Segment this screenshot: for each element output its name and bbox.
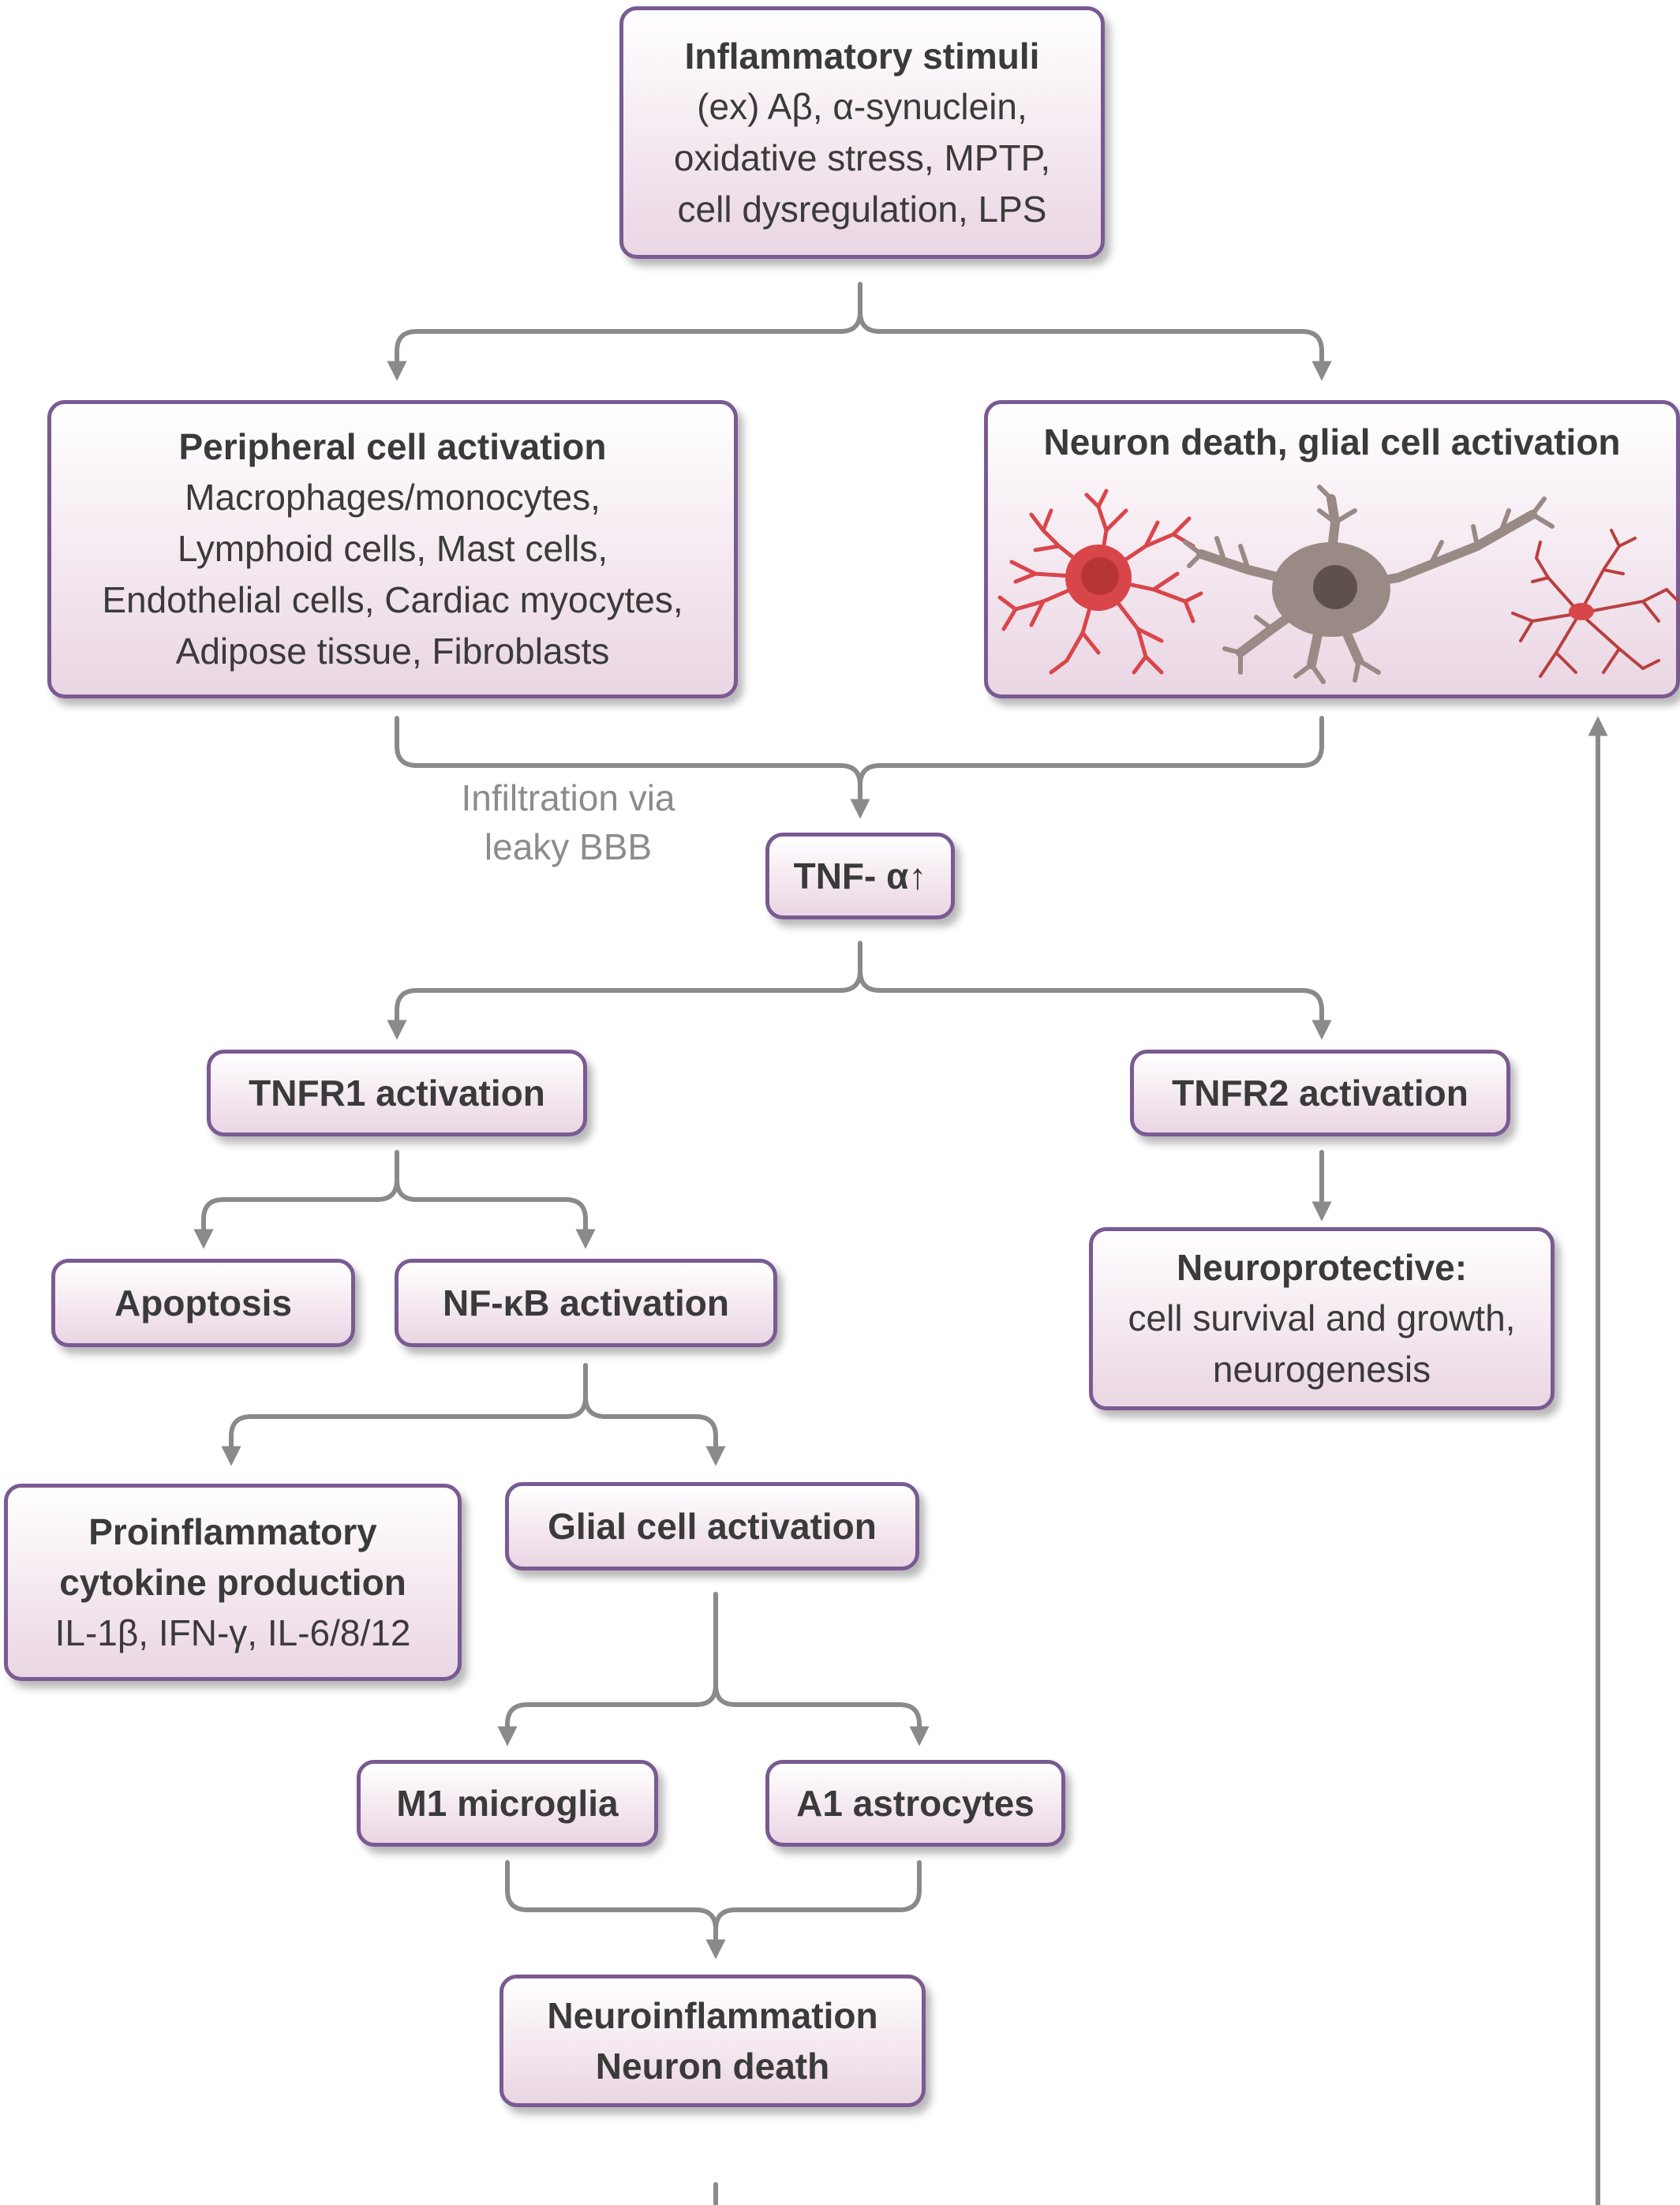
neuron-death-glial-activation-title: Neuron death, glial cell activation [1043, 421, 1621, 462]
tnfr1-activation-box: TNFR1 activation [207, 1050, 587, 1136]
a1-astrocytes-title: A1 astrocytes [796, 1783, 1035, 1824]
arrow-stimuli-to-peripheral [387, 282, 862, 381]
arrow-glial-to-a1 [713, 1683, 930, 1746]
tnf-alpha-box: TNF- α↑ [765, 833, 955, 919]
infiltration-line-2: leaky BBB [484, 826, 653, 867]
m1-microglia-title: M1 microglia [396, 1783, 619, 1824]
neuroprotective-line-1: cell survival and growth, [1128, 1297, 1516, 1338]
nfkb-activation-title: NF-κB activation [442, 1282, 729, 1323]
arrow-tnf-to-tnfr2 [858, 968, 1332, 1040]
neuroprotective-box: Neuroprotective: cell survival and growt… [1089, 1227, 1555, 1410]
arrow-nfkb-to-proinflammatory [221, 1363, 588, 1466]
arrow-a1-to-neuroinflammation [713, 1860, 922, 1932]
peripheral-line-3: Endothelial cells, Cardiac myocytes, [102, 579, 683, 620]
glial-cell-activation-title: Glial cell activation [548, 1506, 877, 1547]
neuroprotective-line-2: neurogenesis [1212, 1349, 1431, 1390]
nfkb-activation-box: NF-κB activation [395, 1259, 777, 1347]
microglia-body [1569, 603, 1594, 620]
inflammatory-stimuli-line-2: oxidative stress, MPTP, [673, 137, 1051, 178]
glial-cell-activation-box: Glial cell activation [505, 1482, 919, 1570]
tnfr2-activation-box: TNFR2 activation [1130, 1050, 1510, 1136]
a1-astrocytes-box: A1 astrocytes [765, 1760, 1065, 1847]
arrow-stimuli-to-neuron-glial [858, 309, 1332, 381]
tnfr2-activation-title: TNFR2 activation [1172, 1073, 1469, 1114]
peripheral-cell-activation-title: Peripheral cell activation [178, 426, 607, 467]
infiltration-line-1: Infiltration via [461, 777, 675, 818]
neuroinflammation-box: Neuroinflammation Neuron death [500, 1975, 926, 2107]
arrow-tnf-to-tnfr1 [387, 941, 862, 1040]
inflammatory-stimuli-line-1: (ex) Aβ, α-synuclein, [697, 85, 1027, 127]
neuron-death-glial-activation-box: Neuron death, glial cell activation [984, 400, 1680, 698]
arrow-glial-to-m1 [497, 1592, 718, 1746]
peripheral-line-2: Lymphoid cells, Mast cells, [177, 528, 608, 569]
inflammatory-stimuli-line-3: cell dysregulation, LPS [677, 188, 1047, 230]
inflammatory-stimuli-title: Inflammatory stimuli [684, 35, 1040, 77]
cell-illustrations [997, 485, 1680, 684]
peripheral-line-1: Macrophages/monocytes, [185, 477, 601, 518]
proinflammatory-cytokines: IL-1β, IFN-γ, IL-6/8/12 [54, 1612, 411, 1653]
neuron-icon [1183, 485, 1555, 684]
tnfr1-activation-title: TNFR1 activation [249, 1073, 545, 1114]
microglia-icon [1511, 529, 1680, 678]
arrow-tnfr1-to-nfkb [395, 1177, 596, 1249]
inflammatory-stimuli-box: Inflammatory stimuli (ex) Aβ, α-synuclei… [619, 6, 1105, 259]
arrow-nfkb-to-glial [583, 1395, 726, 1466]
proinflammatory-cytokine-box: Proinflammatory cytokine production IL-1… [4, 1484, 462, 1681]
m1-microglia-box: M1 microglia [357, 1760, 658, 1847]
arrow-tnfr1-to-apoptosis [193, 1150, 399, 1249]
arrow-m1-to-neuroinflammation [505, 1860, 726, 1960]
neuroinflammation-title-line-1: Neuroinflammation [547, 1995, 878, 2036]
neuroinflammation-title-line-2: Neuron death [595, 2046, 830, 2087]
proinflammatory-title-line-2: cytokine production [59, 1561, 406, 1603]
peripheral-line-4: Adipose tissue, Fibroblasts [175, 631, 610, 672]
infiltration-via-leaky-bbb-label: Infiltration via leaky BBB [430, 773, 706, 871]
proinflammatory-title-line-1: Proinflammatory [88, 1511, 377, 1552]
astrocyte-nucleus [1081, 557, 1119, 595]
tnf-alpha-title: TNF- α↑ [793, 855, 927, 897]
apoptosis-box: Apoptosis [51, 1259, 355, 1347]
apoptosis-title: Apoptosis [114, 1282, 292, 1323]
neuron-nucleus [1313, 565, 1357, 609]
neuroprotective-title: Neuroprotective: [1176, 1247, 1468, 1288]
peripheral-cell-activation-box: Peripheral cell activation Macrophages/m… [47, 400, 738, 698]
arrow-neuron-glial-to-tnf [858, 716, 1324, 788]
